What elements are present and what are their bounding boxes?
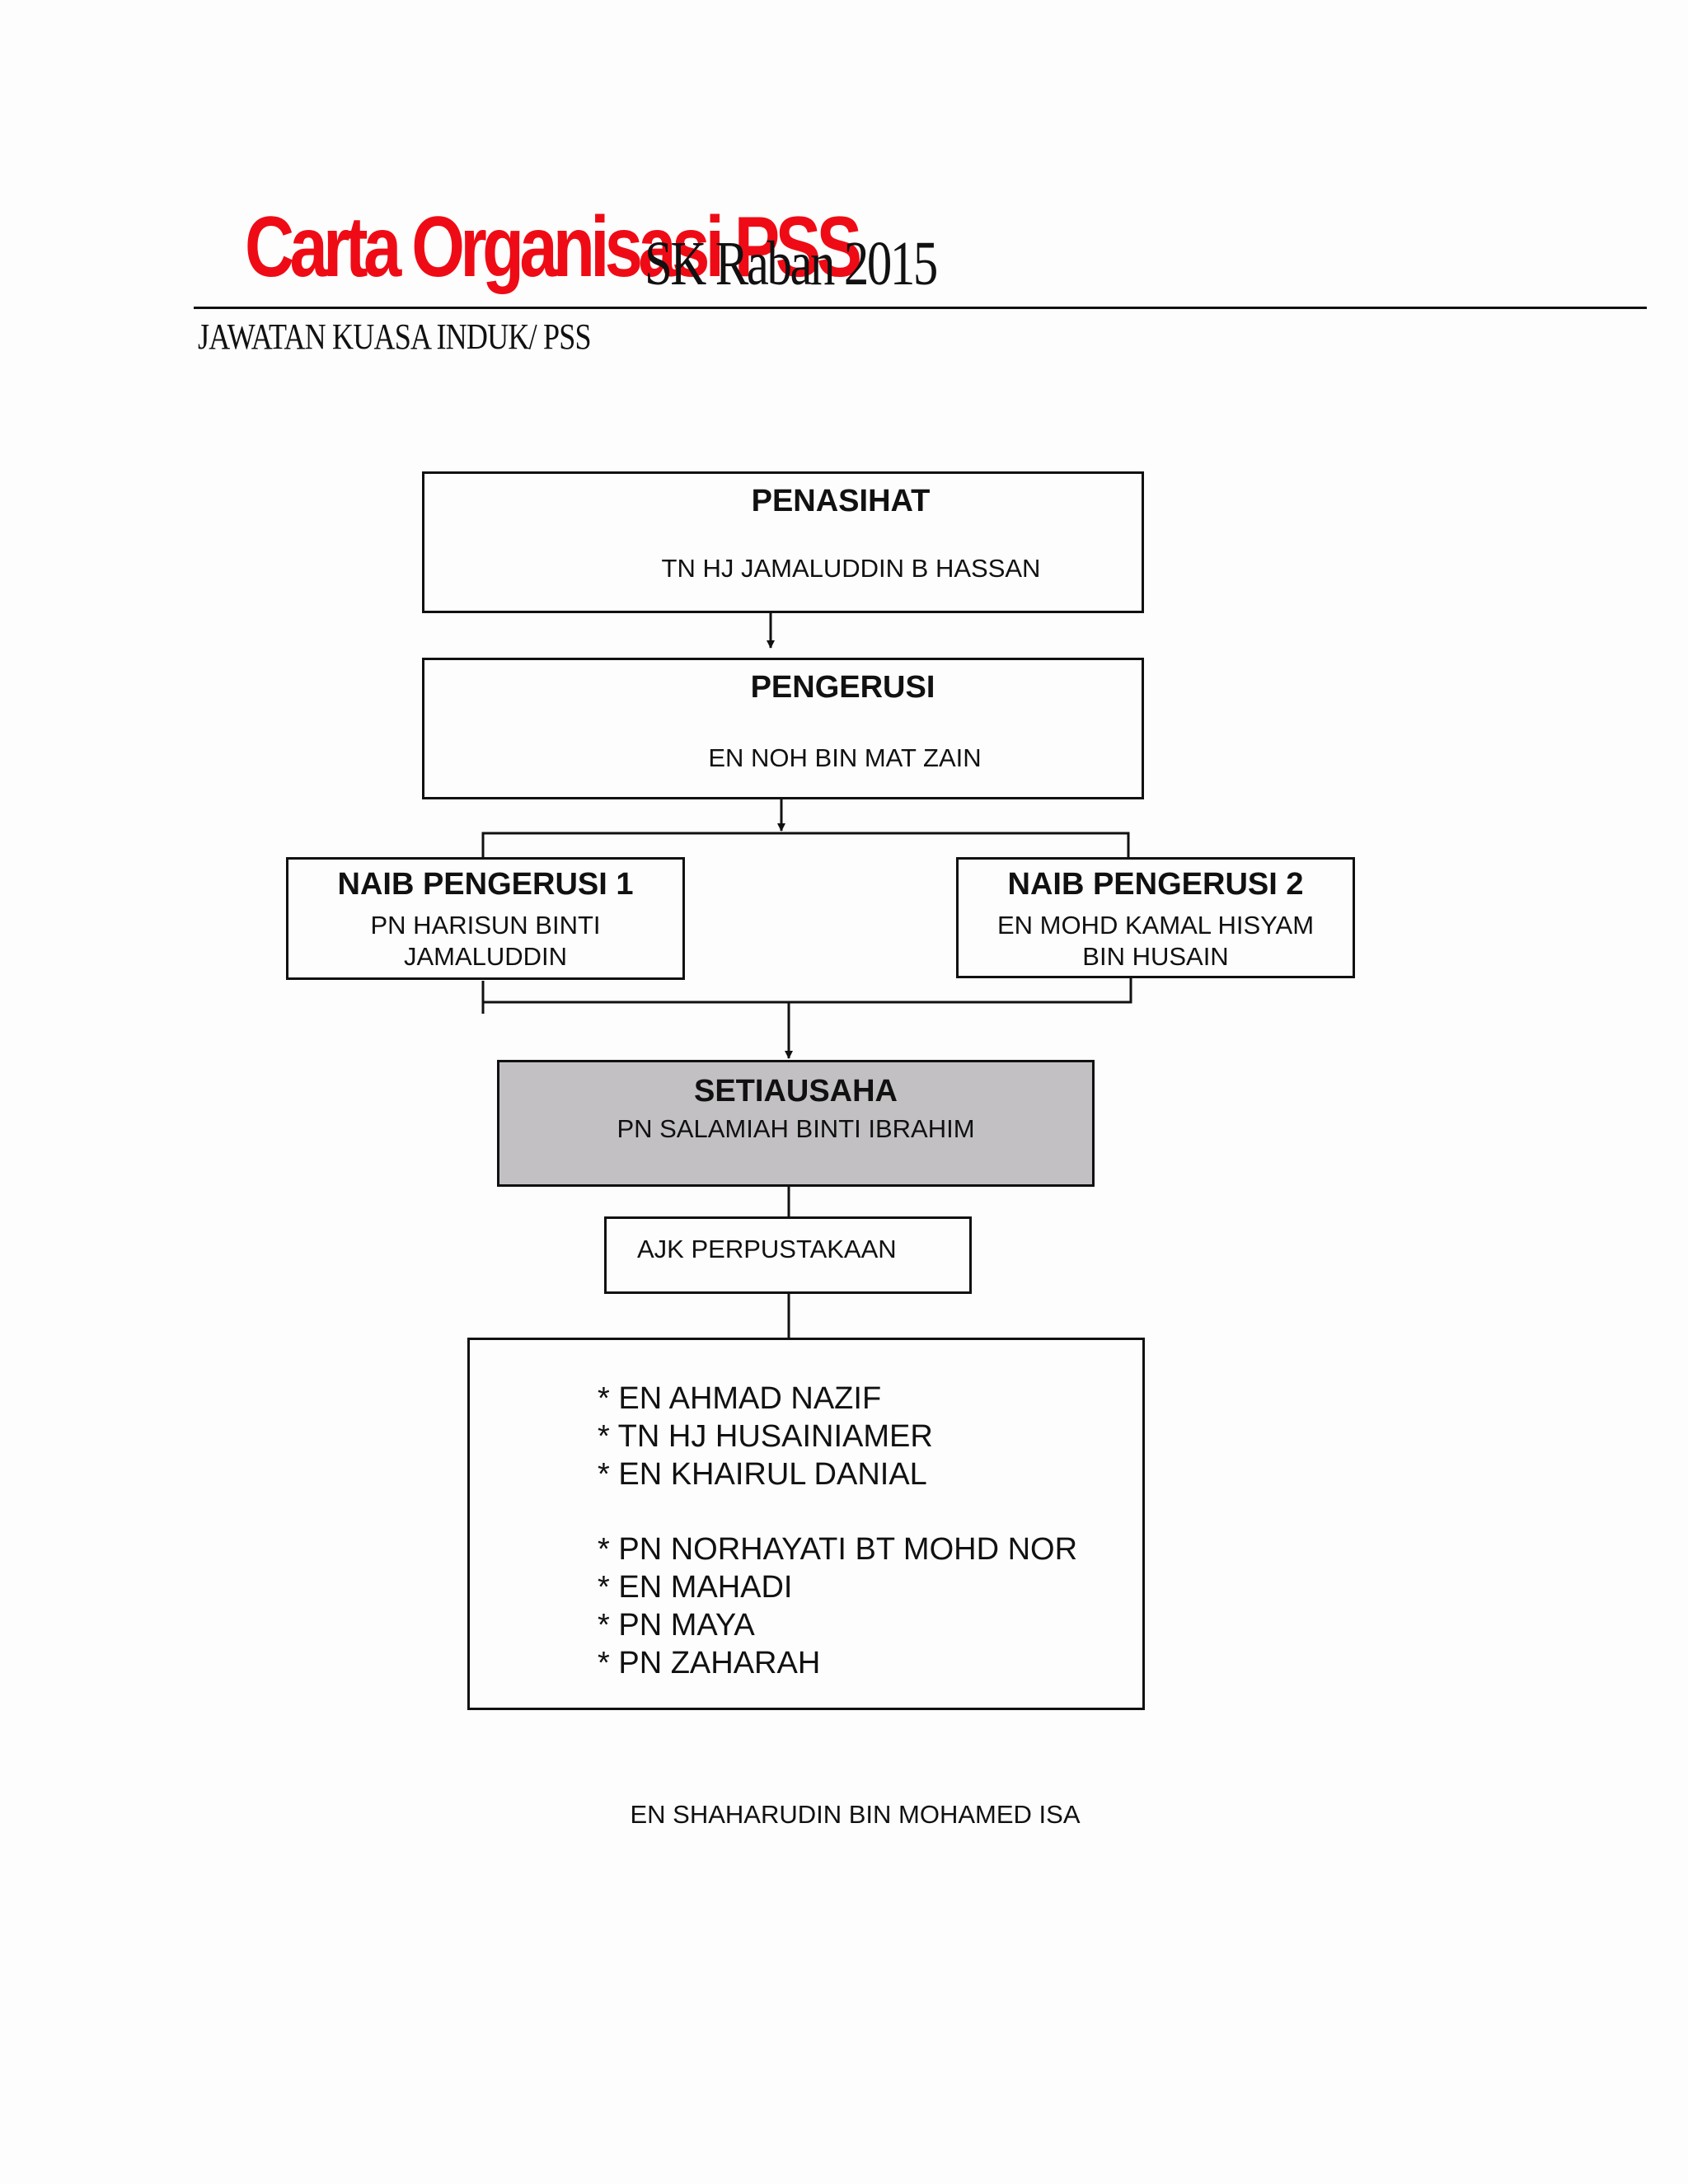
ajk-perpustakaan-box: AJK PERPUSTAKAAN bbox=[604, 1216, 972, 1294]
naib-pengerusi-1-name-line1: PN HARISUN BINTI bbox=[370, 911, 601, 940]
naib-pengerusi-2-name-line1: EN MOHD KAMAL HISYAM bbox=[996, 911, 1315, 940]
pengerusi-name: EN NOH BIN MAT ZAIN bbox=[708, 743, 982, 772]
ajk-perpustakaan-label: AJK PERPUSTAKAAN bbox=[637, 1235, 897, 1263]
naib-pengerusi-1-role: NAIB PENGERUSI 1 bbox=[337, 867, 634, 902]
list-item: * EN AHMAD NAZIF bbox=[598, 1381, 882, 1416]
setiausaha-box: SETIAUSAHA PN SALAMIAH BINTI IBRAHIM bbox=[497, 1060, 1095, 1187]
naib-pengerusi-1-name-line2: JAMALUDDIN bbox=[403, 942, 568, 971]
list-item: * PN ZAHARAH bbox=[598, 1646, 821, 1680]
footer-name: EN SHAHARUDIN BIN MOHAMED ISA bbox=[630, 1800, 1081, 1829]
penasihat-role: PENASIHAT bbox=[751, 484, 931, 518]
penasihat-box: PENASIHAT TN HJ JAMALUDDIN B HASSAN bbox=[422, 471, 1144, 613]
list-item: * PN MAYA bbox=[598, 1608, 755, 1643]
header-divider bbox=[194, 307, 1647, 309]
bracket-from-naib-pengerusi bbox=[481, 978, 1132, 1004]
pengerusi-role: PENGERUSI bbox=[750, 670, 935, 705]
list-item: * EN KHAIRUL DANIAL bbox=[598, 1457, 927, 1492]
list-item: * PN NORHAYATI BT MOHD NOR bbox=[598, 1532, 1078, 1567]
committee-heading: JAWATAN KUASA INDUK/ PSS bbox=[198, 316, 592, 357]
list-item: * TN HJ HUSAINIAMER bbox=[598, 1419, 933, 1454]
pengerusi-box: PENGERUSI EN NOH BIN MAT ZAIN bbox=[422, 658, 1144, 799]
ajk-members-box: * EN AHMAD NAZIF * TN HJ HUSAINIAMER * E… bbox=[467, 1338, 1145, 1710]
naib-pengerusi-2-box: NAIB PENGERUSI 2 EN MOHD KAMAL HISYAM BI… bbox=[956, 857, 1355, 978]
setiausaha-name: PN SALAMIAH BINTI IBRAHIM bbox=[617, 1114, 975, 1143]
naib-pengerusi-2-role: NAIB PENGERUSI 2 bbox=[1007, 867, 1304, 902]
list-item: * EN MAHADI bbox=[598, 1570, 793, 1605]
naib-pengerusi-1-box: NAIB PENGERUSI 1 PN HARISUN BINTI JAMALU… bbox=[286, 857, 685, 980]
naib-pengerusi-2-name-line2: BIN HUSAIN bbox=[1082, 942, 1229, 971]
chart-title: Carta Organisasi PSS bbox=[245, 199, 862, 295]
bracket-to-naib-pengerusi bbox=[481, 832, 1130, 857]
setiausaha-role: SETIAUSAHA bbox=[693, 1074, 898, 1108]
chart-subtitle-school-year: SK Raban 2015 bbox=[645, 229, 938, 298]
penasihat-name: TN HJ JAMALUDDIN B HASSAN bbox=[661, 554, 1041, 583]
